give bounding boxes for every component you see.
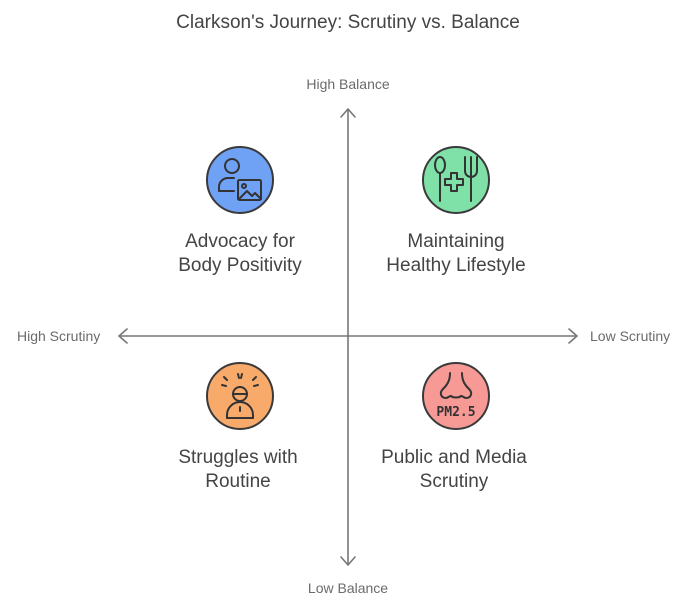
quadrant-label-line: Struggles with bbox=[178, 447, 298, 468]
arrow-down-icon bbox=[340, 556, 356, 566]
axis-label-low-balance: Low Balance bbox=[307, 580, 389, 596]
diagram-title: Clarkson's Journey: Scrutiny vs. Balance bbox=[176, 12, 520, 33]
quadrant-label-top-right: Maintaining Healthy Lifestyle bbox=[346, 230, 566, 278]
quadrant-label-bottom-left: Struggles with Routine bbox=[128, 446, 348, 494]
quadrant-label-line: Public and Media bbox=[381, 447, 527, 468]
quadrant-label-line: Healthy Lifestyle bbox=[386, 255, 526, 276]
pm25-text: PM2.5 bbox=[436, 405, 475, 420]
stressed-person-icon bbox=[206, 362, 274, 430]
arrow-left-icon bbox=[118, 328, 128, 344]
quadrant-label-line: Scrutiny bbox=[419, 471, 489, 492]
person-image-icon bbox=[206, 146, 274, 214]
quadrant-label-line: Maintaining bbox=[407, 231, 505, 252]
quadrant-label-bottom-right: Public and Media Scrutiny bbox=[344, 446, 564, 494]
quadrant-label-line: Body Positivity bbox=[178, 255, 302, 276]
quadrant-label-line: Routine bbox=[205, 471, 271, 492]
arrow-up-icon bbox=[340, 108, 356, 118]
axis-label-high-balance: High Balance bbox=[306, 76, 390, 92]
nose-pm25-icon: PM2.5 bbox=[422, 362, 490, 430]
arrow-right-icon bbox=[568, 328, 578, 344]
health-food-icon bbox=[422, 146, 490, 214]
axis-label-high-scrutiny: High Scrutiny bbox=[17, 328, 101, 344]
axis-label-low-scrutiny: Low Scrutiny bbox=[590, 328, 671, 344]
quadrant-label-top-left: Advocacy for Body Positivity bbox=[130, 230, 350, 278]
quadrant-label-line: Advocacy for bbox=[185, 231, 295, 252]
